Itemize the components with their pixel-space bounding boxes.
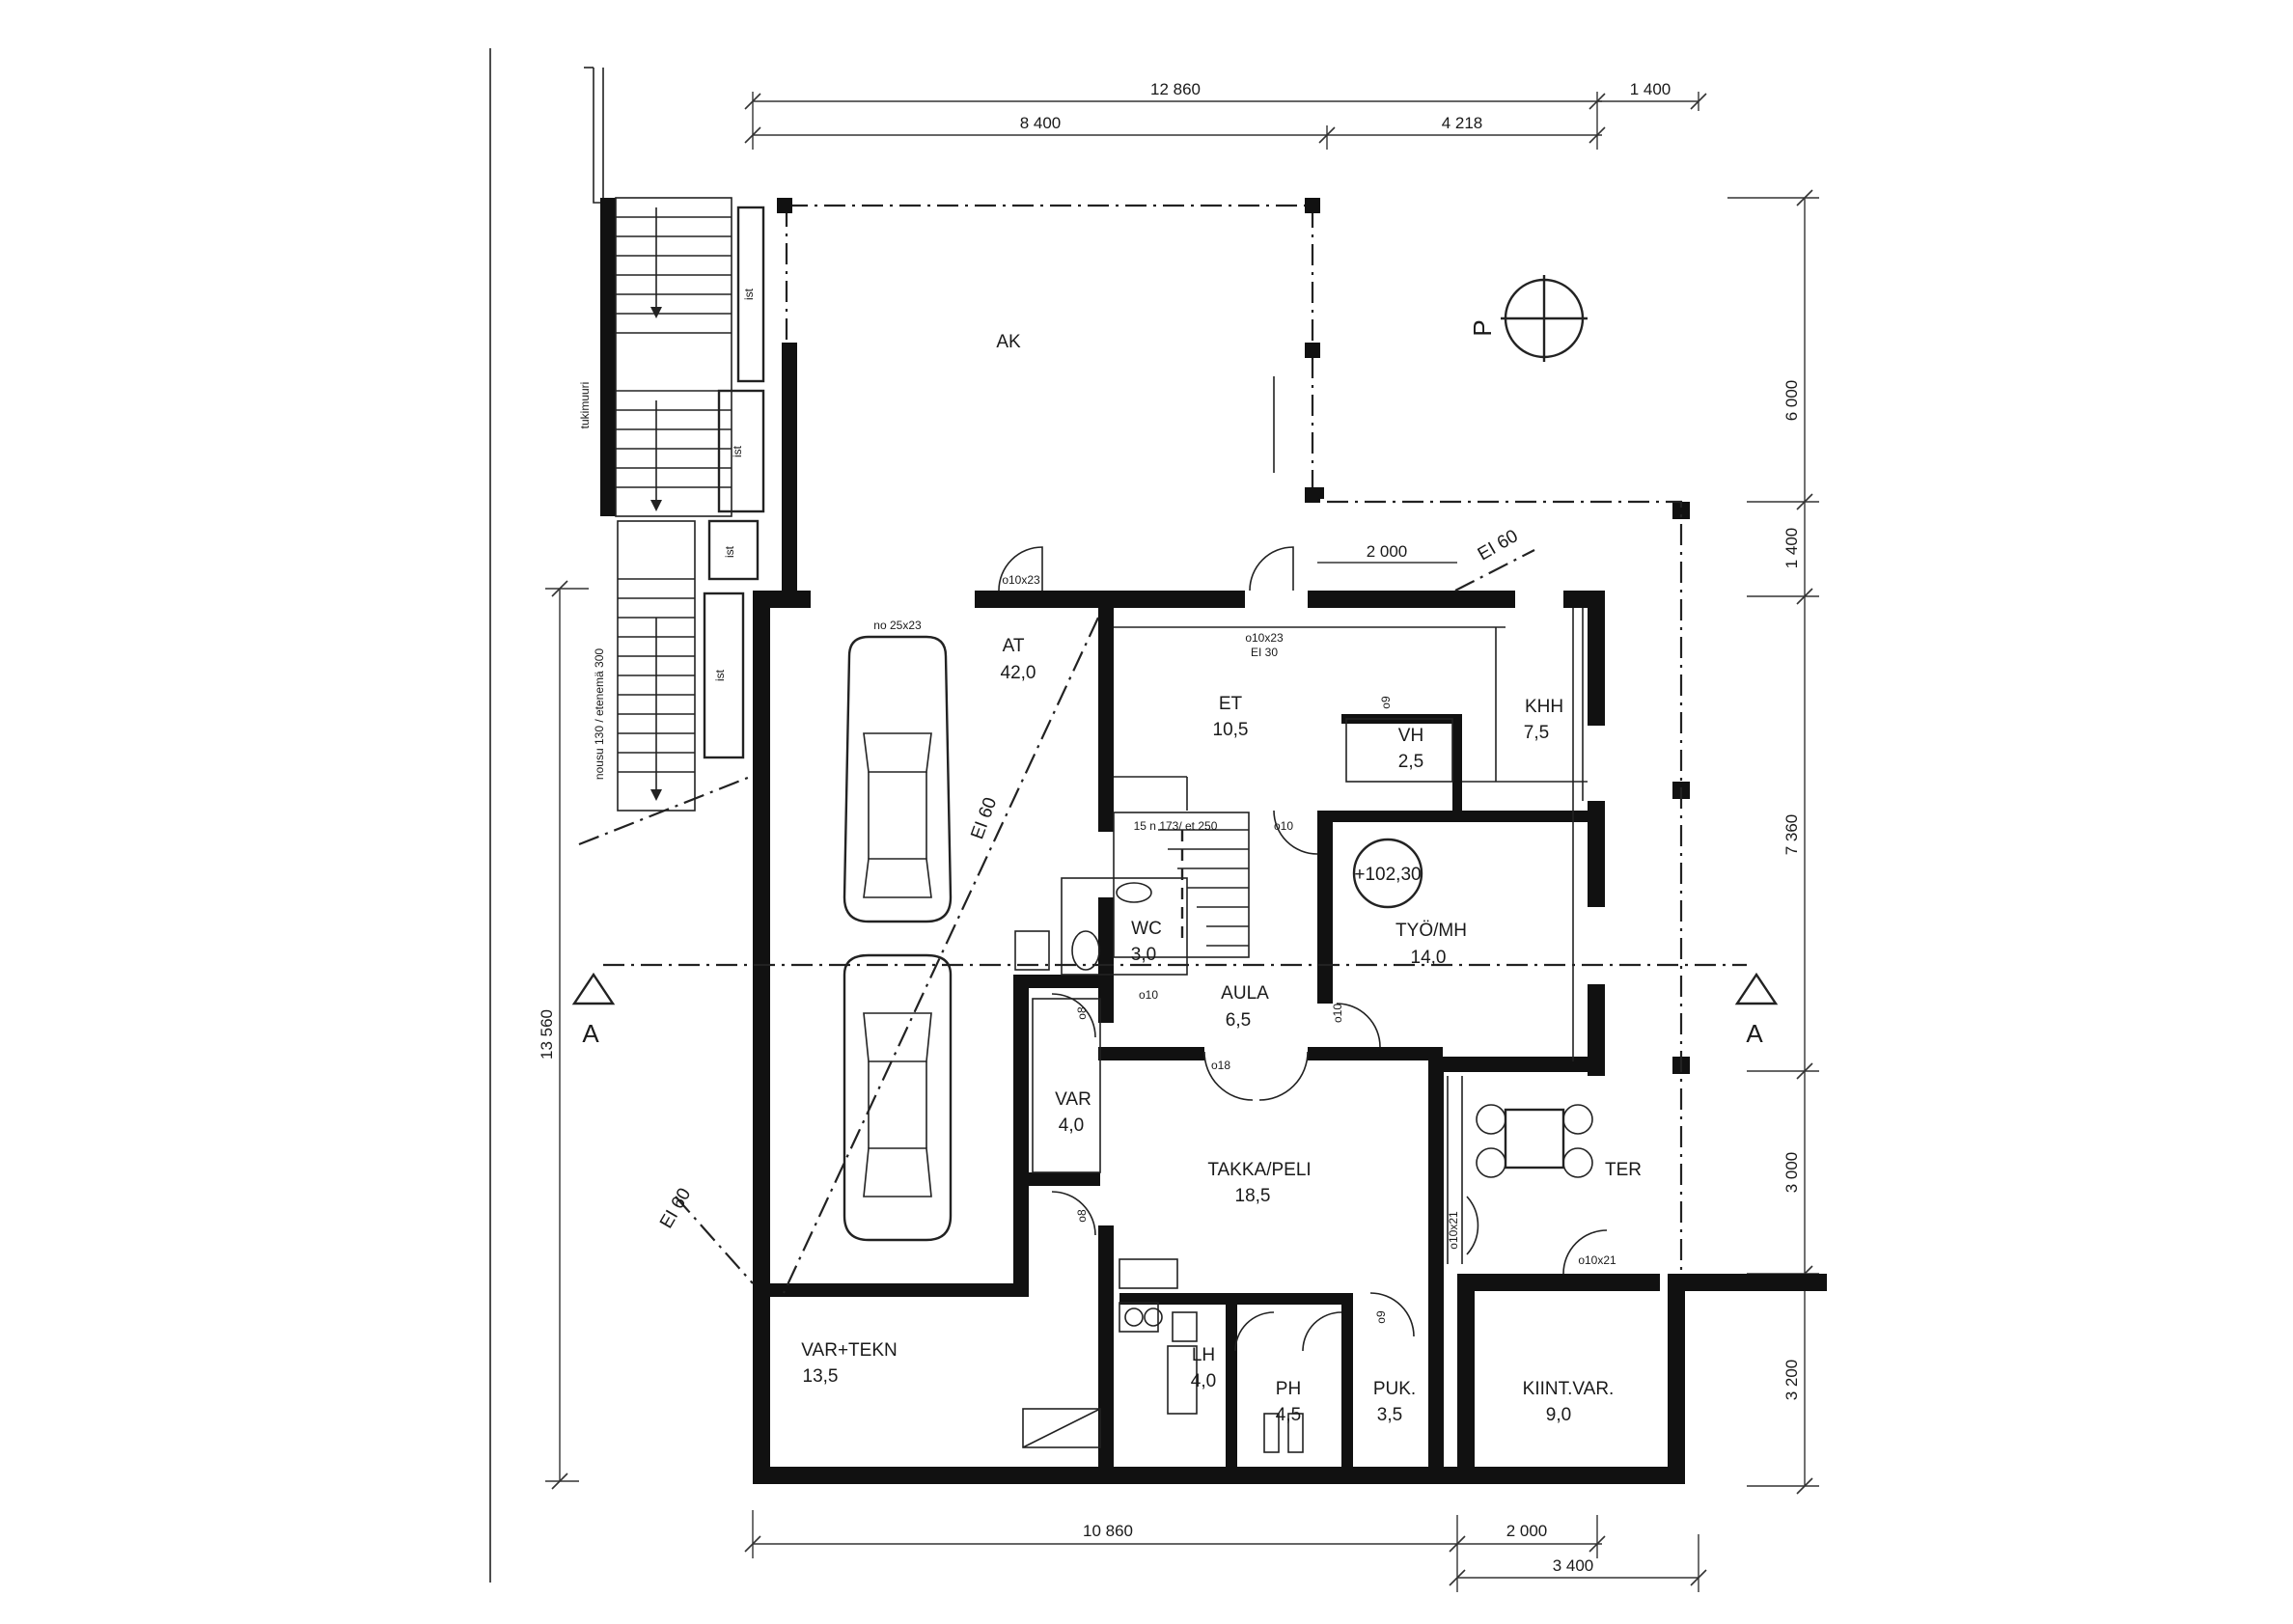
door-code-o8-a: o8 <box>1075 1006 1089 1020</box>
door-code-o8-b: o8 <box>1075 1209 1089 1223</box>
room-var-area: 4,0 <box>1059 1115 1084 1136</box>
level-value: +102,30 <box>1354 865 1421 885</box>
dim-right-d: 3 000 <box>1782 1152 1801 1194</box>
room-ph-area: 4,5 <box>1276 1405 1301 1425</box>
dim-top-a: 8 400 <box>1020 114 1062 132</box>
dim-bottom-b: 3 400 <box>1553 1556 1594 1575</box>
room-var-name: VAR <box>1055 1089 1091 1110</box>
room-takka-area: 18,5 <box>1235 1186 1271 1206</box>
door-code-o18: o18 <box>1211 1059 1230 1072</box>
room-kiint-area: 9,0 <box>1546 1405 1571 1425</box>
room-at-name: AT <box>1003 636 1025 656</box>
dim-top-total: 12 860 <box>1150 80 1201 98</box>
room-vh-name: VH <box>1398 726 1423 746</box>
room-lh-name: LH <box>1192 1345 1215 1365</box>
door-swings <box>998 546 1608 1352</box>
fire-separation-line-2 <box>675 1196 754 1284</box>
room-wc-name: WC <box>1131 919 1162 939</box>
dim-left-total: 13 560 <box>538 1009 556 1060</box>
door-code-garage: no 25x23 <box>873 619 922 632</box>
inner-stair-note: 15 n 173/ et 250 <box>1134 819 1218 833</box>
dim-top-b: 4 218 <box>1442 114 1483 132</box>
room-ph-name: PH <box>1276 1379 1301 1399</box>
fire-class-label-3: EI 60 <box>656 1185 695 1232</box>
room-khh-area: 7,5 <box>1524 723 1549 743</box>
room-ter-name: TER <box>1605 1160 1642 1180</box>
dimension-top: 12 860 1 400 8 400 4 218 <box>744 80 1707 150</box>
dimension-bottom: 10 860 2 000 3 400 <box>744 1510 1707 1592</box>
room-takka-name: TAKKA/PELI <box>1207 1160 1311 1180</box>
fire-separation-line-3 <box>1454 549 1535 592</box>
terrace-outline <box>1327 500 1683 1274</box>
room-et-name: ET <box>1219 694 1243 714</box>
car-upper <box>843 635 953 923</box>
dim-right-a: 6 000 <box>1782 380 1801 422</box>
door-code-o9-b: o9 <box>1374 1310 1388 1324</box>
dimension-left: 13 560 <box>538 580 589 1490</box>
north-compass: P <box>1468 275 1588 362</box>
section-mark-right: A <box>1746 1019 1763 1048</box>
planter-label-3: ist <box>723 545 736 558</box>
fire-separation-line <box>783 617 1099 1294</box>
door-code-o10x21-b: o10x21 <box>1447 1211 1460 1250</box>
room-wc-area: 3,0 <box>1131 945 1156 965</box>
room-et-area: 10,5 <box>1213 720 1249 740</box>
planter-label-2: ist <box>731 445 744 457</box>
retaining-wall-label: tukimuuri <box>578 382 592 429</box>
door-code-o9-a: o9 <box>1379 696 1393 709</box>
room-at-area: 42,0 <box>1001 663 1036 683</box>
room-vartekn-name: VAR+TEKN <box>801 1340 897 1361</box>
dim-right-c: 7 360 <box>1782 814 1801 856</box>
room-tyo-area: 14,0 <box>1411 948 1447 968</box>
section-mark-left: A <box>582 1019 599 1048</box>
door-code-at-top: o10x23 <box>1002 573 1040 587</box>
room-ak-name: AK <box>996 332 1021 352</box>
room-aula-area: 6,5 <box>1226 1010 1251 1031</box>
planter-label-4: ist <box>713 669 727 681</box>
planter-label-1: ist <box>742 288 756 300</box>
dim-right-e: 3 200 <box>1782 1360 1801 1401</box>
dim-right-b: 1 400 <box>1782 528 1801 569</box>
carport: AK <box>777 198 1320 503</box>
door-code-o10-a: o10 <box>1274 819 1293 833</box>
room-khh-name: KHH <box>1525 697 1563 717</box>
room-puk-name: PUK. <box>1373 1379 1416 1399</box>
walls <box>753 343 1827 1484</box>
room-kiint-name: KIINT.VAR. <box>1523 1379 1615 1399</box>
dim-bottom-total: 10 860 <box>1083 1522 1133 1540</box>
stair-note: nousu 130 / etenemä 300 <box>593 648 606 780</box>
room-aula-name: AULA <box>1221 983 1269 1004</box>
door-code-et: o10x23 <box>1245 631 1284 645</box>
north-mark: P <box>1468 319 1497 336</box>
room-vartekn-area: 13,5 <box>803 1366 839 1387</box>
dim-top-right: 1 400 <box>1630 80 1671 98</box>
section-line: A A <box>571 963 1779 1048</box>
fire-class-label-et: EI 30 <box>1251 646 1278 659</box>
dim-bottom-a: 2 000 <box>1506 1522 1548 1540</box>
dim-inner-2000: 2 000 <box>1367 542 1408 561</box>
door-code-o10-b: o10 <box>1139 988 1158 1002</box>
interior-partitions: 15 n 173/ et 250 <box>1014 608 1593 1453</box>
dimension-right: 6 000 1 400 7 360 3 000 3 200 <box>1727 189 1819 1495</box>
level-marker <box>1352 838 1423 909</box>
room-lh-area: 4,0 <box>1191 1371 1216 1391</box>
car-lower <box>843 953 953 1242</box>
room-vh-area: 2,5 <box>1398 752 1423 772</box>
door-code-o10x21: o10x21 <box>1578 1253 1616 1267</box>
outdoor-stairs: ist ist ist ist tukimuuri nousu 130 / et… <box>578 67 765 846</box>
room-tyo-name: TYÖ/MH <box>1395 921 1467 941</box>
room-puk-area: 3,5 <box>1377 1405 1402 1425</box>
door-code-o10-c: o10 <box>1331 1004 1344 1023</box>
